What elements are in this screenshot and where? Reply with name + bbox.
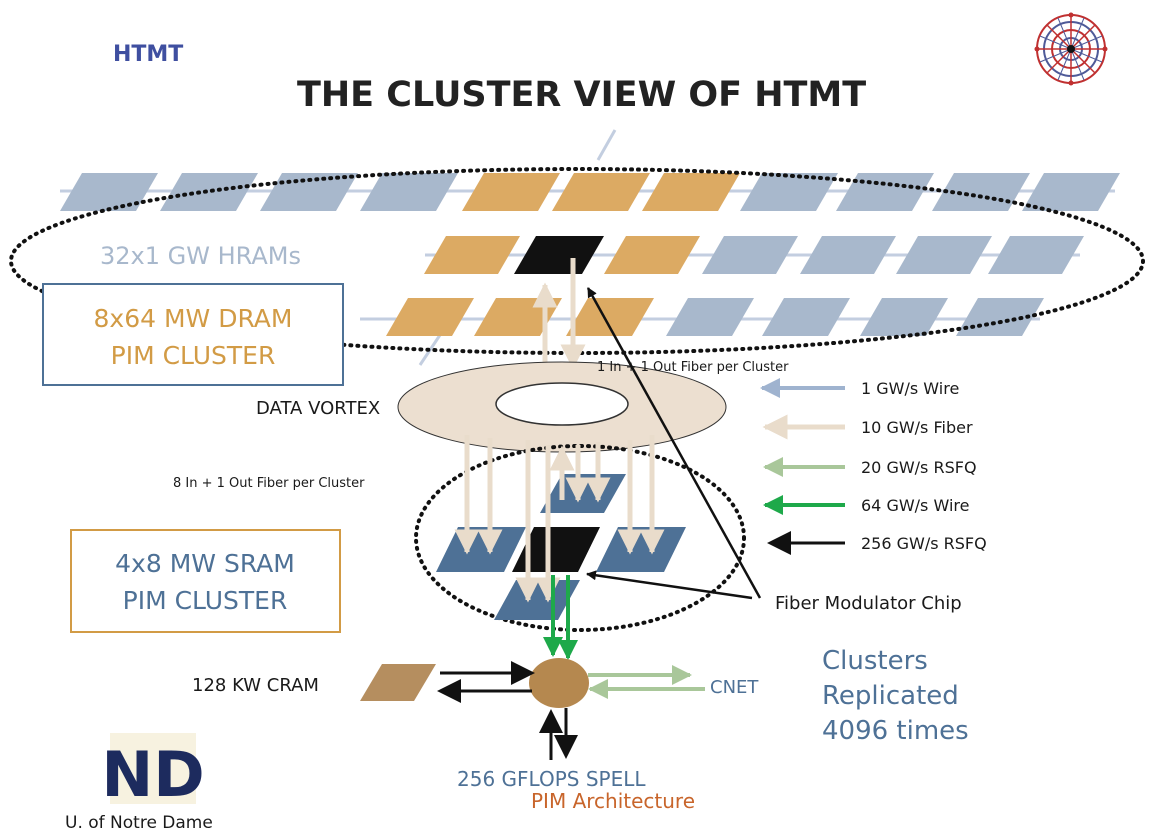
header-label: HTMT <box>113 42 183 67</box>
hram-chip <box>896 236 992 274</box>
spell-io-links <box>539 708 578 760</box>
cnet-label: CNET <box>710 677 759 698</box>
fiber-top-label: 1 In + 1 Out Fiber per Cluster <box>597 360 789 375</box>
hram-chip <box>740 173 838 211</box>
modulator-chip <box>514 236 604 274</box>
sram-chip <box>596 527 686 572</box>
sram-box-line2: PIM CLUSTER <box>123 586 288 615</box>
legend-label: 256 GW/s RSFQ <box>861 534 987 553</box>
page-title: THE CLUSTER VIEW OF HTMT <box>297 75 866 115</box>
cram-spell-links <box>437 661 535 703</box>
fiber-mid-label: 8 In + 1 Out Fiber per Cluster <box>173 476 365 491</box>
hram-chip <box>988 236 1084 274</box>
hram-chip <box>360 173 458 211</box>
hram-chip <box>666 298 754 336</box>
dram-chip <box>462 173 560 211</box>
replicated-line3: 4096 times <box>822 716 969 746</box>
spell-label: 256 GFLOPS SPELL <box>457 767 646 791</box>
dram-box-line1: 8x64 MW DRAM <box>94 304 293 333</box>
dram-box-line2: PIM CLUSTER <box>111 341 276 370</box>
dram-chip <box>424 236 520 274</box>
sram-spell-wires <box>543 575 578 660</box>
spell-node <box>529 658 589 708</box>
cram-chip <box>360 664 436 701</box>
memory-chip-array <box>60 173 1120 336</box>
legend-label: 1 GW/s Wire <box>861 379 959 398</box>
vortex-dram-fibers <box>532 258 586 370</box>
vortex-sram-fibers <box>454 435 665 603</box>
notre-dame-logo-icon: ND <box>101 733 205 811</box>
htmt-emblem-icon <box>1034 12 1108 86</box>
hram-chip <box>800 236 896 274</box>
hram-chip <box>260 173 358 211</box>
cram-label: 128 KW CRAM <box>192 675 319 696</box>
dram-chip <box>386 298 474 336</box>
sram-box-line1: 4x8 MW SRAM <box>115 549 295 578</box>
dram-chip <box>566 298 654 336</box>
hram-chip <box>702 236 798 274</box>
hram-label: 32x1 GW HRAMs <box>100 242 301 270</box>
data-vortex-core <box>495 382 629 426</box>
bandwidth-legend: 1 GW/s Wire 10 GW/s Fiber 20 GW/s RSFQ 6… <box>760 378 987 555</box>
dram-chip <box>474 298 562 336</box>
logo-text: ND <box>101 738 204 811</box>
replicated-line1: Clusters <box>822 646 928 676</box>
sram-chip <box>436 527 526 572</box>
dram-cluster-box <box>42 283 344 386</box>
university-label: U. of Notre Dame <box>65 813 213 833</box>
pim-label: PIM Architecture <box>531 789 695 813</box>
dram-chip <box>642 173 740 211</box>
hram-chip <box>762 298 850 336</box>
dram-chip <box>552 173 650 211</box>
vortex-label: DATA VORTEX <box>256 398 380 419</box>
cnet-links <box>588 665 705 699</box>
hram-chip <box>1022 173 1120 211</box>
modulator-pointers <box>586 287 762 600</box>
hram-chip <box>860 298 948 336</box>
modulator-chip <box>512 527 600 572</box>
modulator-label: Fiber Modulator Chip <box>775 593 962 614</box>
legend-label: 10 GW/s Fiber <box>861 418 973 437</box>
hram-chip <box>836 173 934 211</box>
hram-chip <box>60 173 158 211</box>
sram-cluster-box <box>70 529 341 633</box>
hram-chip <box>160 173 258 211</box>
sram-chip <box>540 474 626 513</box>
hram-chip <box>956 298 1044 336</box>
dram-chip <box>604 236 700 274</box>
legend-label: 64 GW/s Wire <box>861 496 969 515</box>
replicated-line2: Replicated <box>822 681 959 711</box>
legend-label: 20 GW/s RSFQ <box>861 458 977 477</box>
